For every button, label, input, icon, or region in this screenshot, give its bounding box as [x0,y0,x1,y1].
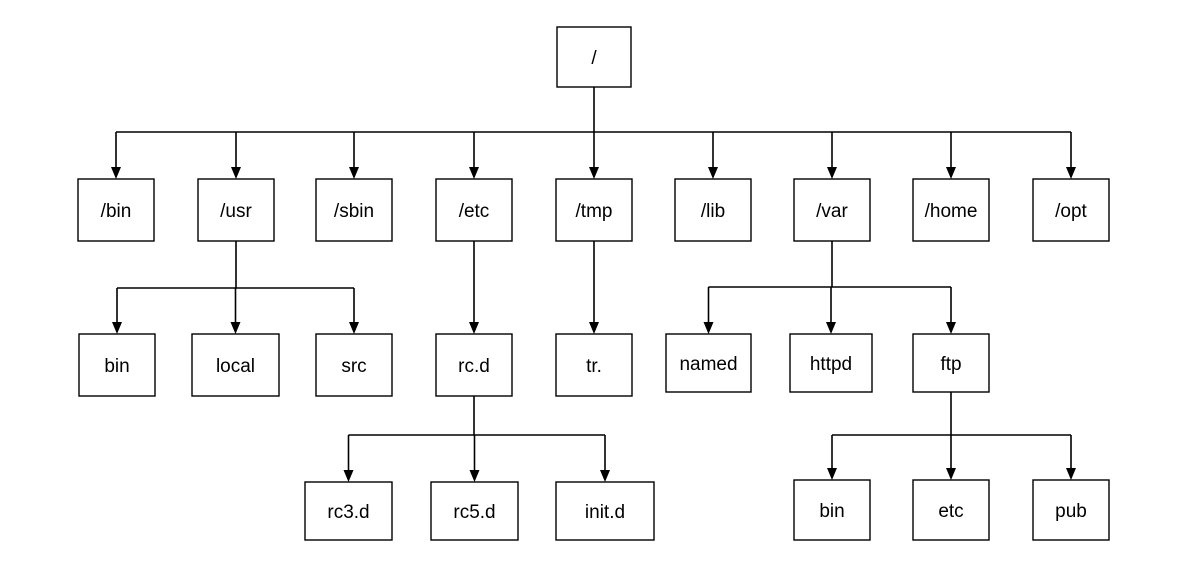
node-label-initd: init.d [585,502,625,523]
node-label-var-ftp: ftp [940,354,961,375]
node-box-initd [555,481,655,541]
node-label-var: /var [816,201,848,222]
node-label-bin: /bin [101,201,132,222]
node-var-ftp: ftp [912,333,990,393]
node-label-rc3d: rc3.d [327,502,369,523]
arrowhead-var-named [703,322,714,334]
node-label-var-httpd: httpd [810,354,852,375]
node-box-rc3d [304,481,393,541]
arrowhead-lib [708,167,718,179]
arrowhead-opt [1066,167,1076,179]
node-box-lib [674,178,752,242]
arrowhead-usr-src [349,322,359,334]
node-var-named: named [665,333,752,393]
node-label-usr: /usr [220,201,252,222]
arrowhead-ftp-etc [946,468,956,480]
node-label-rc5d: rc5.d [453,502,495,523]
node-box-var-httpd [789,333,873,393]
node-box-tmp [555,178,633,242]
node-box-var-ftp [912,333,990,393]
arrowhead-usr-bin [112,322,122,334]
node-label-usr-bin: bin [104,356,129,377]
arrowhead-etc [469,167,479,179]
node-label-ftp-etc: etc [938,501,963,522]
arrowhead-ftp-pub [1066,468,1076,480]
node-label-sbin: /sbin [334,201,374,222]
arrowhead-var [827,167,837,179]
node-box-var [793,178,871,242]
node-initd: init.d [555,481,655,541]
arrowhead-rc3d [343,470,354,482]
node-label-var-named: named [679,354,737,375]
node-box-ftp-pub [1032,479,1110,541]
node-box-usr-bin [78,333,156,397]
node-rc5d: rc5.d [430,481,519,541]
node-label-usr-local: local [216,356,255,377]
node-box-usr-local [191,333,280,397]
arrowhead-ftp-bin [827,468,837,480]
node-label-root: / [591,48,597,69]
node-lib: /lib [674,178,752,242]
arrowhead-sbin [349,167,359,179]
node-usr-bin: bin [78,333,156,397]
node-label-usr-src: src [341,356,366,377]
node-tmp-tr: tr. [555,333,633,397]
node-box-home [912,178,990,242]
node-sbin: /sbin [315,178,393,242]
node-label-etc-rcd: rc.d [458,356,490,377]
node-etc: /etc [435,178,513,242]
node-box-ftp-etc [912,479,990,541]
node-box-bin [77,178,155,242]
node-var: /var [793,178,871,242]
node-root: / [556,26,632,88]
node-box-tmp-tr [555,333,633,397]
arrowhead-var-httpd [826,322,836,334]
node-rc3d: rc3.d [304,481,393,541]
node-ftp-pub: pub [1032,479,1110,541]
node-label-lib: /lib [701,201,725,222]
node-box-etc [435,178,513,242]
node-box-opt [1032,178,1110,242]
arrowhead-usr [231,167,241,179]
node-home: /home [912,178,990,242]
node-box-var-named [665,333,752,393]
node-label-opt: /opt [1055,201,1087,222]
node-etc-rcd: rc.d [435,333,513,397]
arrowhead-home [946,167,956,179]
arrowhead-tmp-tr [589,322,599,334]
arrowhead-tmp [589,167,599,179]
node-usr-src: src [315,333,393,397]
node-label-home: /home [925,201,978,222]
node-box-usr-src [315,333,393,397]
node-box-usr [197,178,275,242]
arrowhead-var-ftp [946,322,956,334]
arrowhead-usr-local [230,322,241,334]
arrowhead-initd [600,470,610,482]
node-bin: /bin [77,178,155,242]
node-label-ftp-bin: bin [819,501,844,522]
node-label-ftp-pub: pub [1055,501,1087,522]
node-usr-local: local [191,333,280,397]
node-var-httpd: httpd [789,333,873,393]
node-usr: /usr [197,178,275,242]
arrowhead-rc5d [469,470,480,482]
node-label-etc: /etc [459,201,490,222]
arrowhead-etc-rcd [469,322,479,334]
node-box-rc5d [430,481,519,541]
node-opt: /opt [1032,178,1110,242]
node-box-sbin [315,178,393,242]
arrowhead-bin [111,167,121,179]
node-label-tmp-tr: tr. [586,356,602,377]
node-box-ftp-bin [793,479,871,541]
node-label-tmp: /tmp [576,201,613,222]
tree-connectors [111,87,1076,482]
tree-nodes: / /bin/usr/sbin/etc/tmp/lib/var/home/opt b… [77,26,1110,541]
node-ftp-etc: etc [912,479,990,541]
node-ftp-bin: bin [793,479,871,541]
node-tmp: /tmp [555,178,633,242]
node-box-root [556,26,632,88]
node-box-etc-rcd [435,333,513,397]
